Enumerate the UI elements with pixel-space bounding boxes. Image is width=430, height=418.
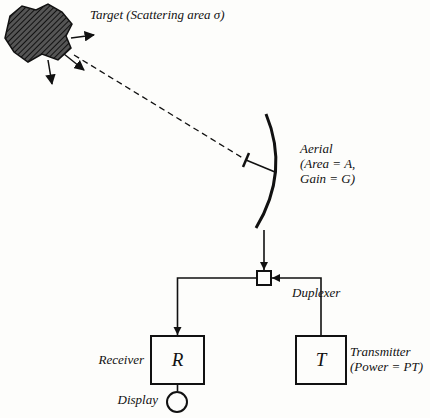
transmitter-box: Transmitter (Power = PT)T xyxy=(295,335,347,385)
transmitter-letter: T xyxy=(297,349,345,371)
display-label: Display xyxy=(118,393,158,408)
arrow-head xyxy=(174,327,182,335)
display-circle: Display xyxy=(166,391,188,413)
duplexer-label: Duplexer xyxy=(292,286,340,301)
receiver-letter: R xyxy=(152,349,203,371)
connector-path xyxy=(74,55,244,159)
receiver-box: ReceiverR xyxy=(150,335,205,385)
connector-path xyxy=(177,385,179,391)
target-blob-outline xyxy=(2,2,74,64)
aerial-dish: Aerial (Area = A, Gain = G) xyxy=(244,112,284,230)
connector-path xyxy=(178,278,257,335)
arrow-head xyxy=(272,274,280,282)
signal-line xyxy=(177,385,178,391)
display-circle-outline xyxy=(166,391,188,413)
aerial-dish-outline xyxy=(244,112,284,230)
signal-line xyxy=(260,230,268,270)
signal-line xyxy=(272,274,321,335)
transmitter-label: Transmitter (Power = PT) xyxy=(350,345,426,375)
aerial-label: Aerial (Area = A, Gain = G) xyxy=(300,142,364,187)
arrow-head xyxy=(260,262,268,270)
sight-line xyxy=(74,55,244,159)
receiver-label: Receiver xyxy=(99,353,144,368)
duplexer-box: Duplexer xyxy=(256,270,272,286)
target-blob: Target (Scattering area σ) xyxy=(2,2,74,64)
target-label: Target (Scattering area σ) xyxy=(90,8,225,23)
signal-line xyxy=(174,278,257,335)
